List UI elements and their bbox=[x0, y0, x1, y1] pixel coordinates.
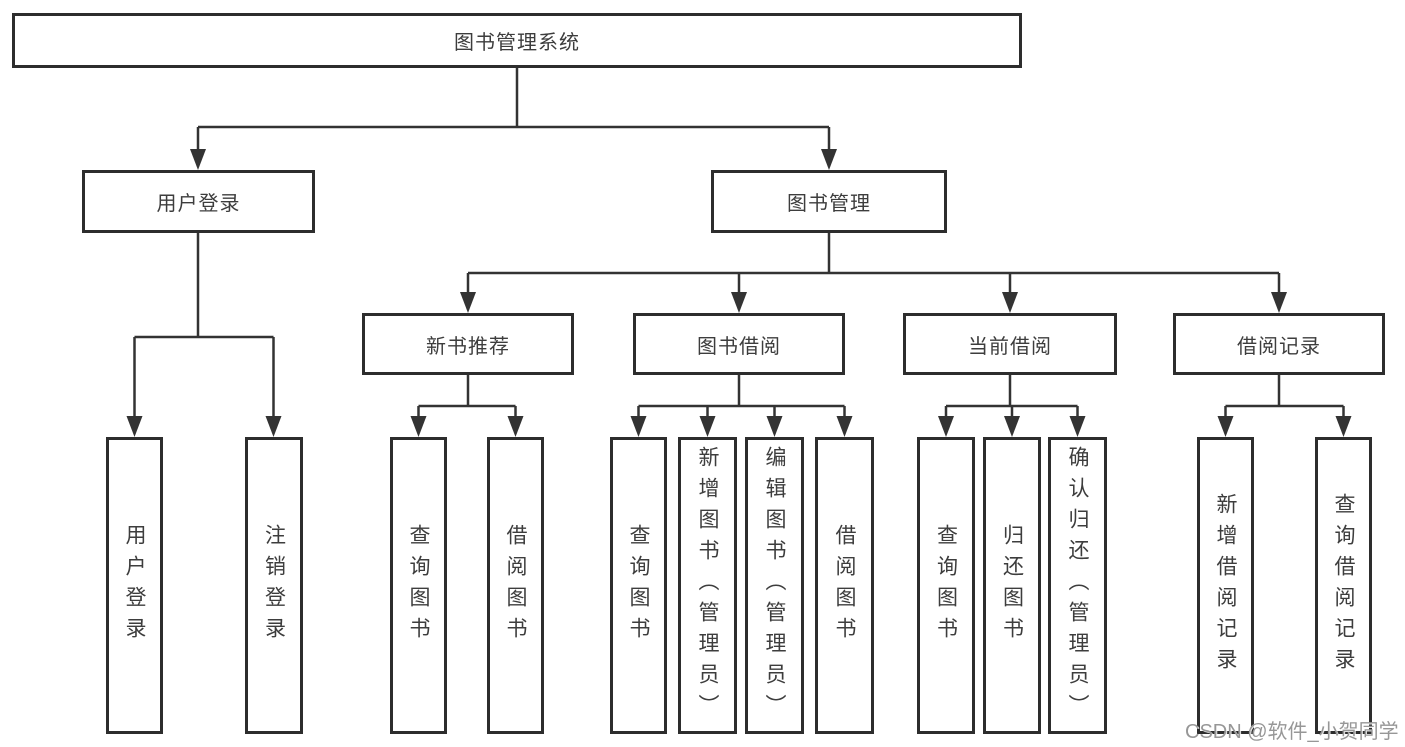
node-user-login: 用户登录 bbox=[82, 170, 315, 233]
node-new-book-recommend: 新书推荐 bbox=[362, 313, 574, 375]
leaf-borrow-books-recommend: 借阅图书 bbox=[487, 437, 544, 734]
leaf-user-login: 用户登录 bbox=[106, 437, 163, 734]
node-book-borrow: 图书借阅 bbox=[633, 313, 845, 375]
leaf-logout: 注销登录 bbox=[245, 437, 303, 734]
leaf-add-book-admin: 新增图书（管理员） bbox=[678, 437, 737, 734]
leaf-query-books-recommend: 查询图书 bbox=[390, 437, 447, 734]
leaf-confirm-return-admin: 确认归还（管理员） bbox=[1048, 437, 1107, 734]
node-library-management-system: 图书管理系统 bbox=[12, 13, 1022, 68]
leaf-query-books-borrow: 查询图书 bbox=[610, 437, 667, 734]
node-book-management: 图书管理 bbox=[711, 170, 947, 233]
leaf-query-books-current: 查询图书 bbox=[917, 437, 975, 734]
leaf-edit-book-admin: 编辑图书（管理员） bbox=[745, 437, 804, 734]
leaf-borrow-books: 借阅图书 bbox=[815, 437, 874, 734]
leaf-add-borrow-record: 新增借阅记录 bbox=[1197, 437, 1254, 734]
csdn-watermark: CSDN @软件_小贺同学 bbox=[1185, 721, 1399, 743]
leaf-return-book: 归还图书 bbox=[983, 437, 1041, 734]
leaf-query-borrow-record: 查询借阅记录 bbox=[1315, 437, 1372, 734]
node-borrow-records: 借阅记录 bbox=[1173, 313, 1385, 375]
node-current-borrow: 当前借阅 bbox=[903, 313, 1117, 375]
